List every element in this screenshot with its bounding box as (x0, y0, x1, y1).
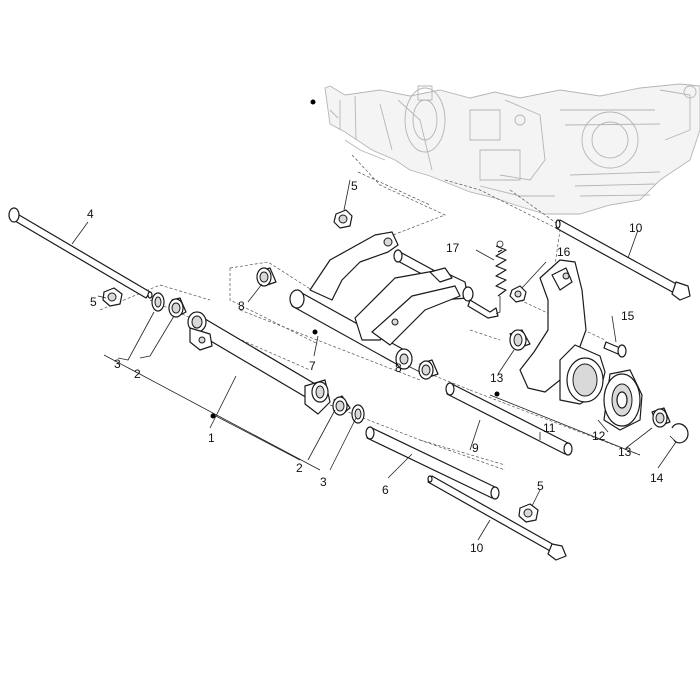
callout-9: 9 (472, 441, 479, 455)
bushing-part-13-lower (651, 407, 671, 428)
callout-3-left: 3 (114, 357, 121, 371)
assembly-reference-dots (210, 99, 500, 419)
callout-14: 14 (650, 471, 664, 485)
callout-8-upper: 8 (238, 299, 245, 313)
leader-lines (71, 179, 677, 541)
long-bolt-part-10-bottom (427, 475, 567, 561)
nut-part-5-top (333, 209, 353, 229)
dot-engine (310, 99, 316, 105)
callout-7: 7 (309, 359, 316, 373)
callout-1: 1 (208, 431, 215, 445)
bracket-part-12 (519, 259, 606, 405)
swingarm-tube-part-1 (187, 311, 331, 415)
dot-part-1 (210, 413, 216, 419)
callout-10-bottom: 10 (470, 541, 484, 555)
part-callouts: 1 2 2 3 3 4 5 5 5 6 7 8 8 9 10 10 11 12 … (87, 179, 664, 555)
spring-part-17 (495, 240, 507, 315)
callout-5-top: 5 (351, 179, 358, 193)
washer-part-3-left (151, 292, 165, 312)
bushing-part-13-upper (509, 329, 531, 351)
callout-5-bottom: 5 (537, 479, 544, 493)
circlip-part-14 (669, 423, 689, 444)
callout-2-middle: 2 (296, 461, 303, 475)
callout-5-left: 5 (90, 295, 97, 309)
spacer-part-8-upper (256, 267, 277, 287)
nut-part-16 (509, 285, 527, 303)
callout-6: 6 (382, 483, 389, 497)
callout-13-lower: 13 (618, 445, 632, 459)
callout-16: 16 (557, 245, 571, 259)
nut-part-5-left (102, 287, 123, 307)
nut-part-5-bottom (518, 503, 539, 523)
callout-8-lower: 8 (395, 361, 402, 375)
callout-3-middle: 3 (320, 475, 327, 489)
silent-block-part-12 (603, 369, 643, 431)
callout-12: 12 (592, 429, 606, 443)
callout-10-top: 10 (629, 221, 643, 235)
dot-part-12 (494, 391, 500, 397)
bolt-part-15 (603, 341, 627, 358)
callout-11: 11 (543, 421, 556, 435)
callout-2-left: 2 (134, 367, 141, 381)
callout-13-upper: 13 (490, 371, 504, 385)
pin-part-6 (365, 426, 500, 500)
pin-part-11 (445, 382, 573, 456)
dot-part-7 (312, 329, 318, 335)
callout-15: 15 (621, 309, 635, 323)
callout-17: 17 (446, 241, 460, 255)
long-bolt-part-10-top (555, 219, 691, 301)
spacer-part-8-lower (418, 359, 439, 380)
long-bolt-part-4 (8, 207, 153, 299)
washer-part-3-middle (351, 404, 365, 424)
bushing-part-2-middle (332, 395, 351, 416)
bushing-part-2-left (168, 297, 187, 318)
engine-housing-background (324, 83, 700, 215)
callout-4: 4 (87, 207, 94, 221)
linkage-assembly-part-7 (289, 231, 499, 370)
